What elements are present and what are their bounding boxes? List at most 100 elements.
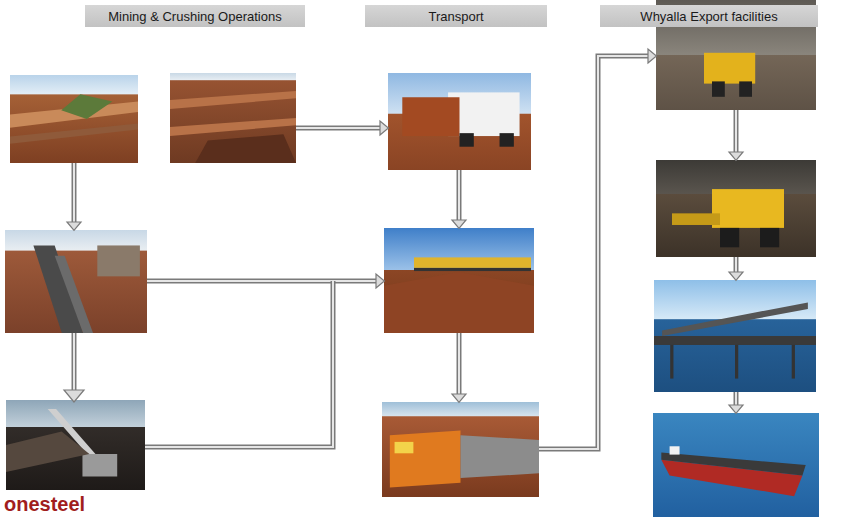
photo-sky <box>382 402 539 416</box>
arrow-shaft-inner <box>73 163 75 222</box>
photo-sky <box>170 73 296 80</box>
photo-ground <box>653 413 819 517</box>
photo-detail <box>384 272 534 333</box>
photo-detail <box>760 228 779 247</box>
photo-detail <box>402 97 459 136</box>
photo-detail <box>6 432 89 473</box>
photo-ground <box>6 400 145 490</box>
column-header: Transport <box>420 9 491 24</box>
arrow-shaft <box>145 281 333 447</box>
arrow-head <box>729 152 743 160</box>
photo-detail <box>739 81 752 96</box>
photo-ground <box>384 228 534 333</box>
photo-sky <box>384 228 534 270</box>
arrow-head <box>648 49 656 63</box>
arrow-head <box>729 405 743 413</box>
photo-detail <box>712 81 725 96</box>
flow-arrows <box>64 49 743 449</box>
arrow-shaft-inner <box>296 127 380 129</box>
arrow-shaft <box>457 333 462 394</box>
photo-detail <box>500 133 514 147</box>
photo-ground <box>170 73 296 163</box>
photo-ground <box>656 160 816 257</box>
photo-detail <box>170 91 296 109</box>
photo-detail <box>460 133 474 147</box>
photo-ground <box>388 73 531 170</box>
photo-detail <box>654 336 816 345</box>
column-header-band: Whyalla Export facilities <box>600 5 818 27</box>
photo-detail <box>670 345 673 379</box>
arrow-head <box>64 390 84 402</box>
photo-detail <box>414 257 531 268</box>
arrow-shaft-inner <box>458 170 460 220</box>
photo-detail <box>414 268 531 271</box>
photo-detail <box>735 345 738 379</box>
photo-detail <box>712 189 784 228</box>
photo-sky <box>654 280 816 319</box>
photo-sky <box>656 160 816 194</box>
photo <box>6 400 145 490</box>
arrow-shaft <box>734 257 739 272</box>
photo-detail <box>390 431 461 488</box>
photo-ground <box>654 280 816 392</box>
arrow-shaft <box>457 170 462 220</box>
photo-detail <box>792 345 795 379</box>
photo-detail <box>395 442 414 453</box>
arrow-shaft-inner <box>735 110 737 152</box>
photo-detail <box>195 134 296 163</box>
arrow-shaft-inner <box>458 333 460 394</box>
company-logo: onesteel <box>4 494 85 514</box>
photo <box>382 402 539 497</box>
column-header: Mining & Crushing Operations <box>100 9 289 24</box>
arrow-shaft-inner <box>735 257 737 272</box>
arrow-shaft <box>296 126 380 131</box>
photo-detail <box>61 94 112 119</box>
photo <box>170 73 296 163</box>
photo-detail <box>661 453 805 476</box>
arrow-head <box>380 121 388 135</box>
photo <box>5 230 147 333</box>
arrow-shaft-inner <box>145 281 333 447</box>
arrow-shaft-inner <box>735 392 737 405</box>
arrow-head <box>376 274 384 288</box>
column-header: Whyalla Export facilities <box>632 9 785 24</box>
column-header-band: Mining & Crushing Operations <box>85 5 305 27</box>
arrow-shaft-inner <box>147 280 376 282</box>
photo-detail <box>10 123 138 143</box>
photo-detail <box>97 245 140 276</box>
photo-ground <box>382 402 539 497</box>
arrow-shaft <box>734 392 739 405</box>
arrow-shaft-inner <box>539 56 648 449</box>
arrow-shaft <box>539 56 648 449</box>
photo <box>384 228 534 333</box>
arrow-head <box>452 394 466 402</box>
photo-detail <box>170 118 296 136</box>
photo-detail <box>461 435 540 478</box>
photo <box>654 280 816 392</box>
arrow-shaft <box>72 163 77 222</box>
photo <box>10 75 138 163</box>
arrow-shaft <box>72 333 77 390</box>
photo-sky <box>6 400 145 427</box>
photo-sky <box>10 75 138 94</box>
photo-detail <box>704 53 755 84</box>
arrow-shaft-inner <box>73 333 75 390</box>
arrow-shaft <box>734 110 739 152</box>
arrow-head <box>452 220 466 228</box>
photo <box>656 160 816 257</box>
photo <box>388 73 531 170</box>
arrow-head <box>729 272 743 280</box>
photo-detail <box>670 446 680 454</box>
column-header-band: Transport <box>365 5 547 27</box>
photo-ground <box>10 75 138 163</box>
arrow-head <box>67 222 81 230</box>
photo-detail <box>720 228 739 247</box>
arrow-shaft <box>147 279 376 284</box>
photo <box>653 413 819 517</box>
photo-detail <box>82 454 117 477</box>
photo-detail <box>662 302 808 336</box>
photo-detail <box>55 256 93 333</box>
photo-detail <box>672 213 720 225</box>
